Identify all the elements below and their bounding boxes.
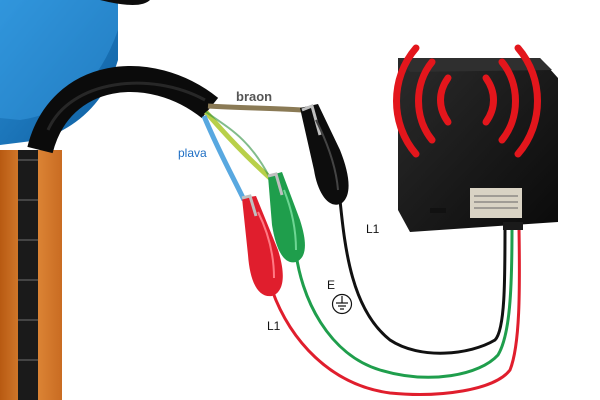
blue-wire-label: plava xyxy=(178,146,207,160)
red-lead-label: L1 xyxy=(267,319,281,333)
main-cable xyxy=(27,66,219,154)
inner-wires xyxy=(201,103,303,202)
test-leads xyxy=(270,199,521,396)
ground-symbol-icon xyxy=(331,293,353,315)
red-alligator-clip xyxy=(241,194,283,297)
black-lead-label: L1 xyxy=(366,222,380,236)
device-label-sticker xyxy=(470,188,522,218)
wireless-signal-icon xyxy=(393,44,541,158)
brown-wire-label: braon xyxy=(236,89,273,104)
green-alligator-clip xyxy=(267,172,305,263)
appliance-background xyxy=(0,0,150,400)
earth-lead-label: E xyxy=(327,278,336,292)
black-alligator-clip xyxy=(300,103,349,205)
